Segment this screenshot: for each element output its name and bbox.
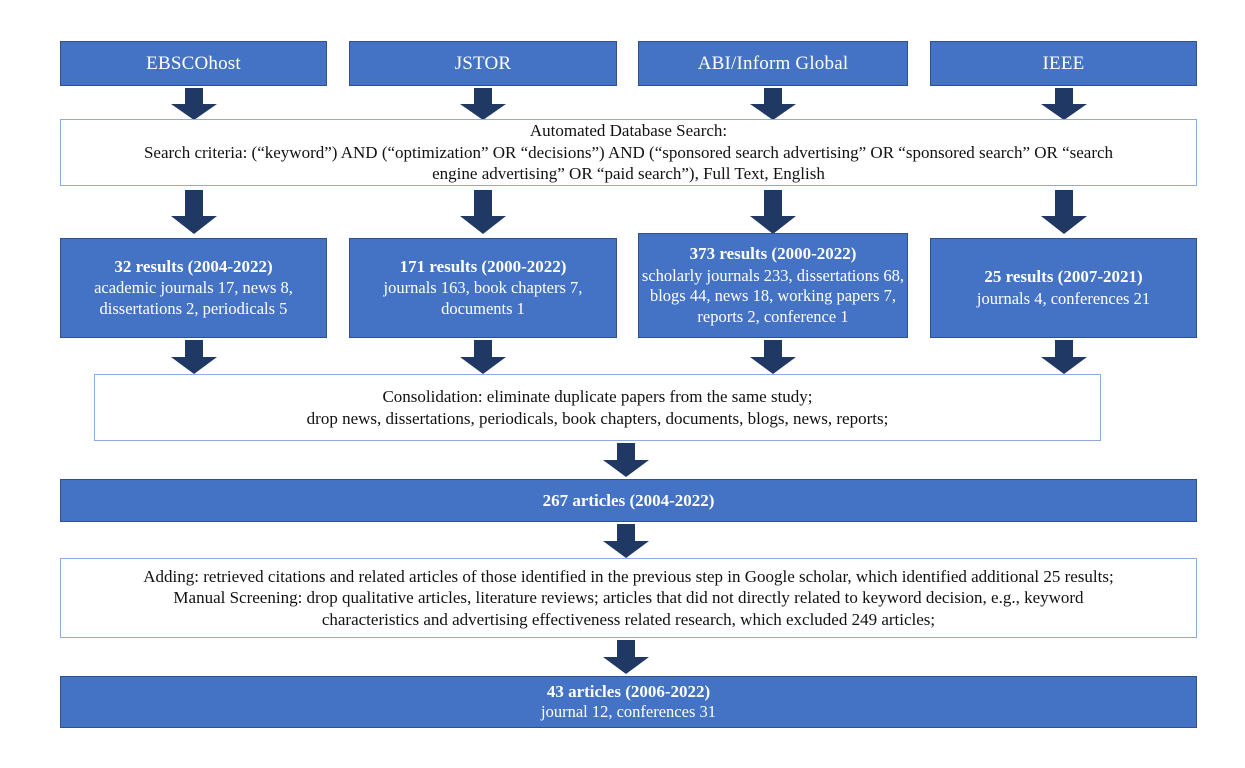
results-details: academic journals 17, news 8, dissertati… bbox=[94, 278, 293, 319]
results-details: journals 163, book chapters 7, documents… bbox=[383, 278, 583, 319]
source-box-abi-inform-global[interactable]: ABI/Inform Global bbox=[638, 41, 908, 86]
search-title: Automated Database Search: bbox=[529, 121, 728, 141]
down-arrow-icon bbox=[166, 340, 222, 374]
source-box-jstor[interactable]: JSTOR bbox=[349, 41, 617, 86]
down-arrow-icon bbox=[1036, 190, 1092, 234]
down-arrow-icon bbox=[745, 88, 801, 120]
search-criteria-line-2: engine advertising” OR “paid search”), F… bbox=[432, 164, 825, 184]
results-details: scholarly journals 233, dissertations 68… bbox=[641, 265, 905, 327]
adding-and-manual-screening-box: Adding: retrieved citations and related … bbox=[60, 558, 1197, 638]
down-arrow-icon bbox=[1036, 340, 1092, 374]
results-box-jstor[interactable]: 171 results (2000-2022) journals 163, bo… bbox=[349, 238, 617, 338]
final-details: journal 12, conferences 31 bbox=[540, 702, 716, 722]
down-arrow-icon bbox=[166, 88, 222, 120]
consolidation-line-1: Consolidation: eliminate duplicate paper… bbox=[382, 387, 813, 407]
screening-line-2: Manual Screening: drop qualitative artic… bbox=[173, 588, 1084, 608]
consolidation-line-2: drop news, dissertations, periodicals, b… bbox=[306, 408, 889, 428]
source-label: ABI/Inform Global bbox=[697, 52, 849, 74]
consolidation-box: Consolidation: eliminate duplicate paper… bbox=[94, 374, 1101, 441]
down-arrow-icon bbox=[598, 443, 654, 477]
source-label: IEEE bbox=[1042, 52, 1085, 74]
down-arrow-icon bbox=[455, 340, 511, 374]
down-arrow-icon bbox=[1036, 88, 1092, 120]
results-box-ebscohost[interactable]: 32 results (2004-2022) academic journals… bbox=[60, 238, 327, 338]
down-arrow-icon bbox=[455, 190, 511, 234]
consolidated-total-headline: 267 articles (2004-2022) bbox=[542, 490, 715, 510]
source-label: EBSCOhost bbox=[146, 52, 241, 74]
consolidated-total-box[interactable]: 267 articles (2004-2022) bbox=[60, 479, 1197, 522]
down-arrow-icon bbox=[598, 524, 654, 558]
automated-database-search-box: Automated Database Search: Search criter… bbox=[60, 119, 1197, 186]
search-criteria-line-1: Search criteria: (“keyword”) AND (“optim… bbox=[143, 142, 1114, 162]
source-box-ieee[interactable]: IEEE bbox=[930, 41, 1197, 86]
final-headline: 43 articles (2006-2022) bbox=[546, 681, 711, 701]
results-headline: 25 results (2007-2021) bbox=[984, 267, 1143, 287]
results-headline: 373 results (2000-2022) bbox=[689, 244, 857, 264]
down-arrow-icon bbox=[598, 640, 654, 674]
results-box-abi-inform-global[interactable]: 373 results (2000-2022) scholarly journa… bbox=[638, 233, 908, 338]
source-box-ebscohost[interactable]: EBSCOhost bbox=[60, 41, 327, 86]
down-arrow-icon bbox=[745, 340, 801, 374]
screening-line-3: characteristics and advertising effectiv… bbox=[321, 609, 936, 629]
screening-line-1: Adding: retrieved citations and related … bbox=[143, 566, 1114, 586]
down-arrow-icon bbox=[166, 190, 222, 234]
results-headline: 171 results (2000-2022) bbox=[399, 257, 567, 277]
final-articles-box[interactable]: 43 articles (2006-2022) journal 12, conf… bbox=[60, 676, 1197, 728]
results-headline: 32 results (2004-2022) bbox=[114, 257, 273, 277]
results-details: journals 4, conferences 21 bbox=[976, 288, 1151, 308]
source-label: JSTOR bbox=[454, 52, 512, 74]
down-arrow-icon bbox=[455, 88, 511, 120]
results-box-ieee[interactable]: 25 results (2007-2021) journals 4, confe… bbox=[930, 238, 1197, 338]
down-arrow-icon bbox=[745, 190, 801, 234]
